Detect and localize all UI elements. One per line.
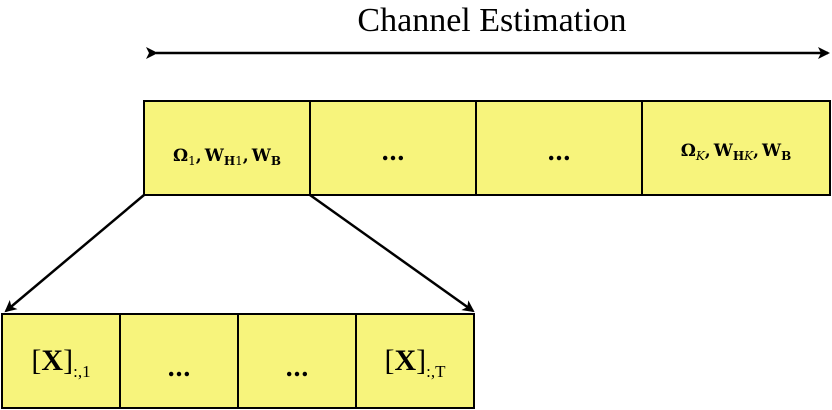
top-cell-3-ellipsis: …	[547, 137, 571, 166]
expand-arrow-right	[309, 193, 475, 313]
bottom-cell-4	[355, 313, 475, 409]
bottom-cell-2	[119, 313, 239, 409]
top-cell-3	[475, 100, 643, 196]
bottom-block-row: [X]:,1 … … [X]:,T	[1, 313, 475, 409]
top-cell-4-label: ΩK,WHK,WB	[681, 141, 792, 163]
bottom-cell-1-label: [X]:,1	[31, 344, 90, 381]
bottom-cell-3	[237, 313, 357, 409]
diagram-title: Channel Estimation	[357, 2, 626, 39]
bottom-cell-1	[1, 313, 121, 409]
top-cell-1	[143, 100, 311, 196]
bottom-cell-4-label: [X]:,T	[384, 344, 446, 381]
bottom-cell-2-ellipsis: …	[167, 353, 191, 382]
top-cell-4	[641, 100, 831, 196]
top-cell-2-ellipsis: …	[381, 137, 405, 166]
bottom-cell-3-ellipsis: …	[285, 353, 309, 382]
top-cell-1-label: Ω1,WH1,WB	[173, 146, 281, 168]
expand-arrow-left	[4, 194, 145, 313]
top-block-row: Ω1,WH1,WB … … ΩK,WHK,WB	[143, 100, 831, 196]
